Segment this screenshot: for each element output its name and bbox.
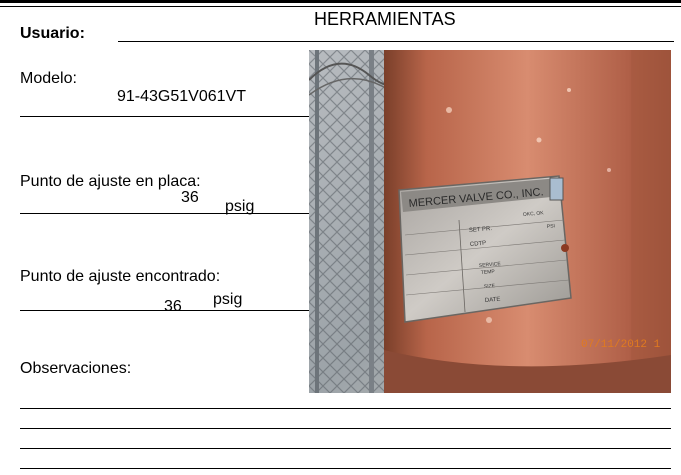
top-rule-thin [0,6,681,7]
page-title: HERRAMIENTAS [314,9,456,29]
photo-timestamp: 07/11/2012 1 [581,339,661,351]
observaciones-label: Observaciones: [20,360,132,377]
usuario-label: Usuario: [20,25,85,42]
placa-label: Punto de ajuste en placa: [20,173,201,190]
observaciones-line-4 [20,468,671,469]
placa-value: 36 [181,189,199,206]
top-rule-thick [0,0,681,3]
encontrado-line [20,310,309,311]
observaciones-line-3 [20,448,671,449]
valve-photo: MERCER VALVE CO., INC. OKC, OK SET PR. P… [309,50,671,393]
encontrado-unit: psig [213,291,243,308]
encontrado-value: 36 [164,298,182,315]
plate-date: DATE [485,297,501,304]
plate-cdtp: CDTP [470,241,487,248]
modelo-line [20,116,309,117]
plate-service: SERVICE [479,261,502,269]
placa-line [20,213,309,214]
plate-temp: TEMP [481,269,496,276]
modelo-value: 91-43G51V061VT [117,88,246,105]
observaciones-line-1 [20,408,671,409]
observaciones-line-2 [20,428,671,429]
plate-city: OKC, OK [523,210,545,218]
plate-setpr: SET PR. [469,226,493,234]
modelo-label: Modelo: [20,70,77,87]
encontrado-label: Punto de ajuste encontrado: [20,268,221,285]
placa-unit: psig [225,198,255,215]
usuario-line [118,41,674,42]
plate-size: SIZE [484,283,496,290]
plate-psi: PSI [547,223,556,230]
